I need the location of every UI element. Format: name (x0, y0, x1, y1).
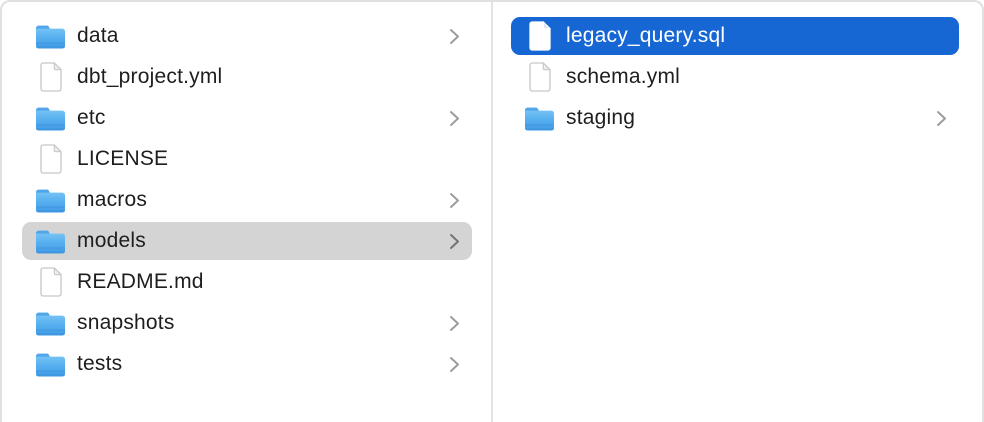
item-label: LICENSE (77, 147, 169, 170)
item-label: macros (77, 188, 148, 211)
item-label: data (77, 24, 119, 47)
file-column-right: legacy_query.sql schema.yml (493, 2, 982, 422)
list-item-schema-yml[interactable]: schema.yml (511, 58, 959, 96)
chevron-right-icon (449, 110, 460, 127)
item-label: README.md (77, 270, 204, 293)
chevron-right-icon (449, 233, 460, 250)
file-icon (35, 267, 66, 297)
column-divider[interactable] (491, 2, 493, 422)
item-label: tests (77, 352, 123, 375)
folder-icon (36, 25, 65, 48)
file-column-left: data dbt_project.yml (2, 2, 491, 422)
chevron-right-icon (449, 192, 460, 209)
chevron-right-icon (936, 110, 947, 127)
list-item-dbt-project-yml[interactable]: dbt_project.yml (22, 58, 472, 96)
folder-icon (35, 349, 66, 379)
folder-icon (35, 185, 66, 215)
item-label: legacy_query.sql (566, 24, 726, 47)
folder-icon (35, 103, 66, 133)
file-icon (35, 62, 66, 92)
file-icon (35, 144, 66, 174)
list-item-tests[interactable]: tests (22, 345, 472, 383)
file-icon (39, 267, 62, 297)
item-label: dbt_project.yml (77, 65, 223, 88)
file-icon (524, 62, 555, 92)
folder-icon (36, 107, 65, 130)
chevron-right-icon (449, 28, 460, 45)
chevron-right-icon (449, 315, 460, 332)
folder-icon (525, 107, 554, 130)
list-item-snapshots[interactable]: snapshots (22, 304, 472, 342)
file-icon (39, 144, 62, 174)
folder-icon (35, 226, 66, 256)
list-item-data[interactable]: data (22, 17, 472, 55)
chevron-right-icon (449, 356, 460, 373)
item-label: etc (77, 106, 106, 129)
item-label: schema.yml (566, 65, 681, 88)
list-item-readme-md[interactable]: README.md (22, 263, 472, 301)
file-icon (528, 62, 551, 92)
folder-icon (36, 189, 65, 212)
file-icon (524, 21, 555, 51)
file-icon (39, 62, 62, 92)
item-label: staging (566, 106, 636, 129)
item-label: snapshots (77, 311, 175, 334)
list-item-etc[interactable]: etc (22, 99, 472, 137)
folder-icon (36, 230, 65, 253)
folder-icon (524, 103, 555, 133)
item-label: models (77, 229, 146, 252)
list-item-macros[interactable]: macros (22, 181, 472, 219)
folder-icon (35, 21, 66, 51)
file-icon (528, 21, 551, 51)
list-item-license[interactable]: LICENSE (22, 140, 472, 178)
folder-icon (36, 312, 65, 335)
folder-icon (35, 308, 66, 338)
list-item-legacy-query-sql[interactable]: legacy_query.sql (511, 17, 959, 55)
folder-icon (36, 353, 65, 376)
list-item-staging[interactable]: staging (511, 99, 959, 137)
list-item-models[interactable]: models (22, 222, 472, 260)
